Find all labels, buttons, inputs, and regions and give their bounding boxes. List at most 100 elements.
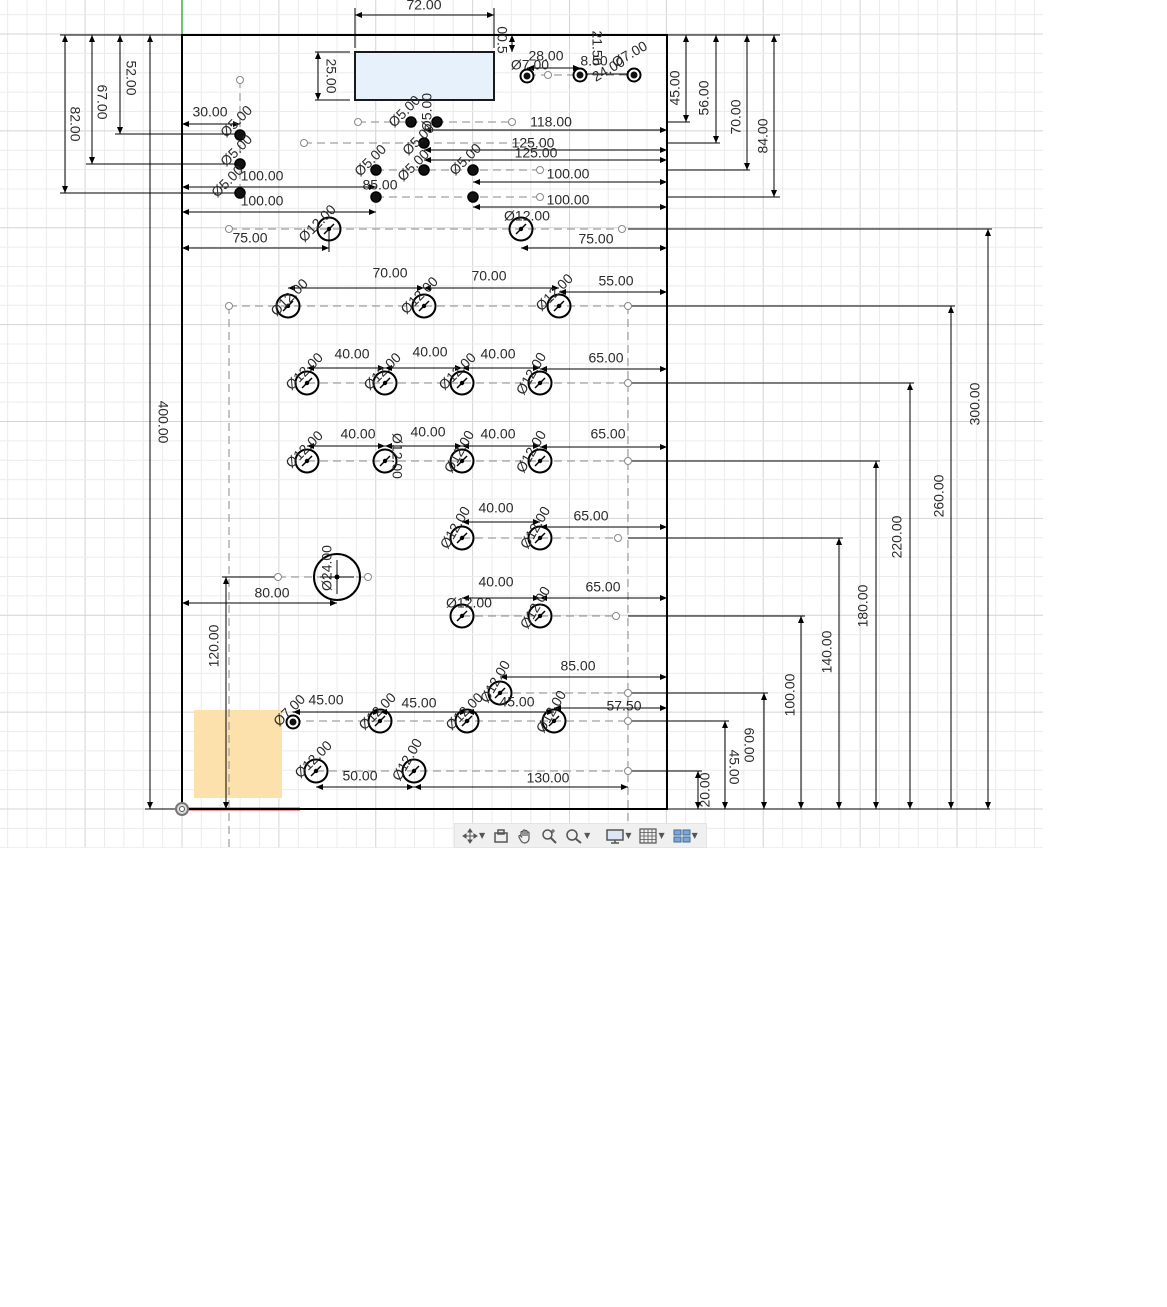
dimension-label[interactable]: 50.00 bbox=[342, 768, 377, 784]
dimension-label[interactable]: 70.00 bbox=[728, 99, 744, 134]
hole-12mm[interactable] bbox=[294, 370, 320, 396]
dimension-label[interactable]: 30.00 bbox=[192, 104, 227, 120]
display-settings-button[interactable]: ▼ bbox=[603, 825, 634, 846]
grid-snaps-button[interactable]: ▼ bbox=[636, 825, 667, 846]
selected-profile-region[interactable] bbox=[194, 710, 282, 798]
hole-12mm[interactable] bbox=[487, 680, 513, 706]
hole-12mm[interactable] bbox=[275, 293, 301, 319]
dimension-label[interactable]: 125.00 bbox=[515, 145, 558, 161]
hole-7mm[interactable] bbox=[626, 67, 642, 83]
hole-12mm[interactable] bbox=[303, 758, 329, 784]
dimension-label[interactable]: 40.00 bbox=[410, 424, 445, 440]
dimension-label[interactable]: 00.5 bbox=[494, 26, 510, 53]
pan-button[interactable] bbox=[514, 825, 536, 846]
hole-5mm[interactable] bbox=[234, 158, 246, 170]
hole-12mm[interactable] bbox=[541, 708, 567, 734]
dimension-label[interactable]: Ø12.00 bbox=[388, 735, 425, 783]
hole-12mm[interactable] bbox=[367, 708, 393, 734]
hole-24mm[interactable] bbox=[313, 553, 361, 601]
dimension-label[interactable]: 80.00 bbox=[254, 585, 289, 601]
holes-layer[interactable] bbox=[234, 67, 642, 784]
panel-outline[interactable] bbox=[181, 34, 668, 810]
dimension-label[interactable]: 45.00 bbox=[499, 694, 534, 710]
hole-5mm[interactable] bbox=[467, 164, 479, 176]
viewports-button[interactable]: ▼ bbox=[670, 825, 701, 846]
dimension-label[interactable]: Ø12.00 bbox=[267, 275, 311, 319]
dimension-label[interactable]: 28.00 bbox=[528, 48, 563, 64]
dimension-label[interactable]: Ø5.00 bbox=[419, 93, 435, 131]
dimension-label[interactable]: 100.00 bbox=[241, 193, 284, 209]
dimension-label[interactable]: 52.00 bbox=[123, 60, 139, 95]
dimension-label[interactable]: Ø12.00 bbox=[389, 433, 405, 479]
dimension-label[interactable]: 84.00 bbox=[755, 118, 771, 153]
hole-5mm[interactable] bbox=[370, 164, 382, 176]
dimension-label[interactable]: 45.00 bbox=[308, 692, 343, 708]
dimension-label[interactable]: 45.00 bbox=[401, 695, 436, 711]
hole-5mm[interactable] bbox=[431, 116, 443, 128]
hole-12mm[interactable] bbox=[527, 370, 553, 396]
hole-12mm[interactable] bbox=[449, 448, 475, 474]
dimension-label[interactable]: 60.00 bbox=[741, 727, 757, 762]
dimension-label[interactable]: 21.50 bbox=[589, 30, 605, 65]
dimension-label[interactable]: 8.50 bbox=[580, 53, 607, 69]
dimension-label[interactable]: 85.00 bbox=[362, 177, 397, 193]
hole-5mm[interactable] bbox=[467, 191, 479, 203]
hole-12mm[interactable] bbox=[546, 293, 572, 319]
dimension-label[interactable]: 65.00 bbox=[585, 579, 620, 595]
hole-7mm[interactable] bbox=[572, 67, 588, 83]
dimension-label[interactable]: Ø7.00 bbox=[609, 37, 650, 70]
hole-12mm[interactable] bbox=[527, 448, 553, 474]
dimension-label[interactable]: 100.00 bbox=[547, 166, 590, 182]
hole-12mm[interactable] bbox=[411, 293, 437, 319]
dimension-label[interactable]: 75.00 bbox=[578, 231, 613, 247]
hole-5mm[interactable] bbox=[370, 191, 382, 203]
dimension-label[interactable]: 65.00 bbox=[590, 426, 625, 442]
hole-7mm[interactable] bbox=[285, 714, 301, 730]
dimension-label[interactable]: 65.00 bbox=[573, 508, 608, 524]
dimension-label[interactable]: 100.00 bbox=[547, 192, 590, 208]
dimension-label[interactable]: 20.00 bbox=[697, 772, 713, 807]
dimension-label[interactable]: Ø12.00 bbox=[504, 208, 550, 224]
zoom-window-button[interactable]: ▼ bbox=[562, 825, 593, 846]
dimension-label[interactable]: 40.00 bbox=[478, 574, 513, 590]
dimension-label[interactable]: 82.00 bbox=[67, 106, 83, 141]
look-at-button[interactable] bbox=[490, 825, 512, 846]
hole-5mm[interactable] bbox=[418, 137, 430, 149]
dimension-label[interactable]: 180.00 bbox=[855, 584, 871, 627]
hole-12mm[interactable] bbox=[294, 448, 320, 474]
dimension-label[interactable]: 40.00 bbox=[480, 346, 515, 362]
hole-5mm[interactable] bbox=[418, 164, 430, 176]
hole-12mm[interactable] bbox=[527, 603, 553, 629]
hole-12mm[interactable] bbox=[449, 370, 475, 396]
hole-7mm[interactable] bbox=[519, 68, 535, 84]
dimension-label[interactable]: 40.00 bbox=[340, 426, 375, 442]
dimension-label[interactable]: 65.00 bbox=[588, 350, 623, 366]
dimension-label[interactable]: 45.00 bbox=[726, 749, 742, 784]
hole-5mm[interactable] bbox=[405, 116, 417, 128]
hole-12mm[interactable] bbox=[401, 758, 427, 784]
hole-12mm[interactable] bbox=[449, 525, 475, 551]
dimension-label[interactable]: 100.00 bbox=[241, 168, 284, 184]
hole-5mm[interactable] bbox=[234, 129, 246, 141]
hole-12mm[interactable] bbox=[372, 448, 398, 474]
dimension-label[interactable]: 400.00 bbox=[155, 401, 171, 444]
hole-12mm[interactable] bbox=[449, 603, 475, 629]
dimension-label[interactable]: Ø12.00 bbox=[355, 689, 399, 733]
dimension-label[interactable]: Ø5.00 bbox=[446, 140, 484, 178]
dimension-label[interactable]: Ø12.00 bbox=[442, 689, 486, 733]
dimension-label[interactable]: 67.00 bbox=[94, 84, 110, 119]
dimension-label[interactable]: 130.00 bbox=[527, 770, 570, 786]
dimension-label[interactable]: 140.00 bbox=[819, 630, 835, 673]
dimension-label[interactable]: 40.00 bbox=[412, 344, 447, 360]
dimension-label[interactable]: 70.00 bbox=[372, 265, 407, 281]
hole-12mm[interactable] bbox=[316, 216, 342, 242]
dimension-label[interactable]: 75.00 bbox=[232, 230, 267, 246]
dimension-label[interactable]: 25.00 bbox=[323, 58, 339, 93]
display-cutout-rect[interactable] bbox=[354, 51, 495, 101]
dimension-label[interactable]: 125.00 bbox=[512, 135, 555, 151]
zoom-button[interactable] bbox=[538, 825, 560, 846]
dimension-label[interactable]: Ø7.00 bbox=[511, 57, 549, 73]
